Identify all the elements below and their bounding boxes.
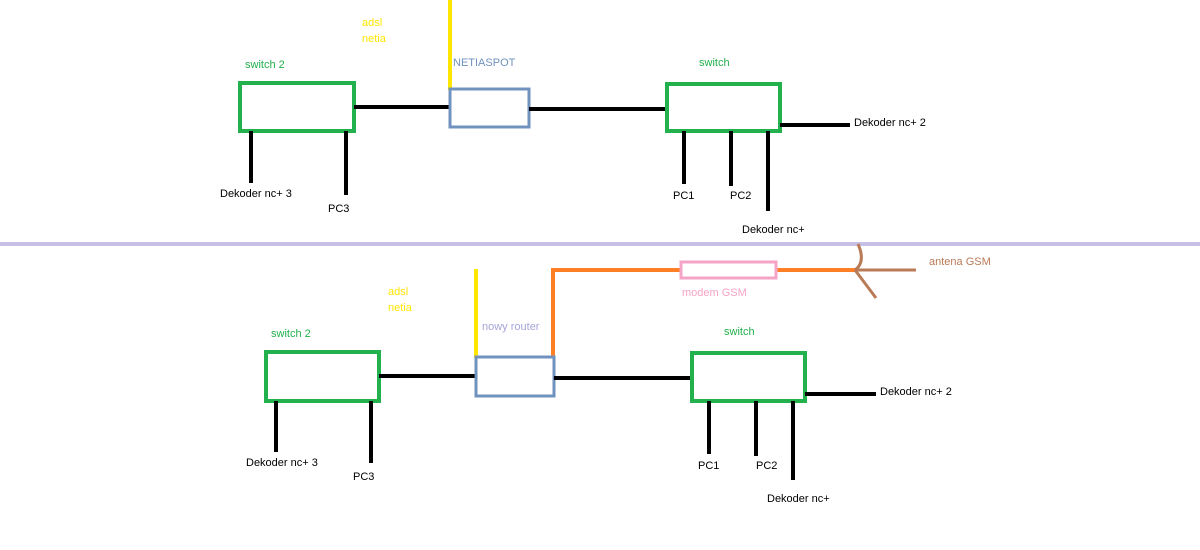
top-dekoder3-label: Dekoder nc+ 3 bbox=[220, 188, 292, 200]
bottom-modem-box bbox=[679, 260, 778, 280]
bottom-switch-box bbox=[690, 351, 807, 403]
bottom-dekoder-label: Dekoder nc+ bbox=[767, 493, 830, 505]
top-switch2-label: switch 2 bbox=[245, 59, 285, 71]
top-dekoder2-label: Dekoder nc+ 2 bbox=[854, 117, 926, 129]
top-switch-label: switch bbox=[699, 57, 730, 69]
top-adsl-label-2: netia bbox=[362, 33, 387, 45]
top-diagram: switch 2 Dekoder nc+ 3 PC3 adsl netia NE… bbox=[220, 0, 926, 236]
bottom-modem-label: modem GSM bbox=[682, 287, 747, 299]
bottom-dekoder3-label: Dekoder nc+ 3 bbox=[246, 457, 318, 469]
bottom-dekoder2-label: Dekoder nc+ 2 bbox=[880, 386, 952, 398]
top-router-label: NETIASPOT bbox=[453, 57, 516, 69]
bottom-diagram: switch 2 Dekoder nc+ 3 PC3 adsl netia no… bbox=[246, 243, 991, 505]
top-dekoder-label: Dekoder nc+ bbox=[742, 224, 805, 236]
top-router-box bbox=[448, 87, 531, 129]
top-switch-box bbox=[665, 82, 782, 133]
bottom-switch2-label: switch 2 bbox=[271, 328, 311, 340]
bottom-adsl-label-2: netia bbox=[388, 302, 413, 314]
top-pc1-label: PC1 bbox=[673, 190, 694, 202]
bottom-gsm-line bbox=[551, 268, 858, 358]
bottom-pc3-label: PC3 bbox=[353, 471, 374, 483]
bottom-router-box bbox=[474, 355, 556, 398]
top-pc2-label: PC2 bbox=[730, 190, 751, 202]
bottom-switch-label: switch bbox=[724, 326, 755, 338]
bottom-pc1-label: PC1 bbox=[698, 460, 719, 472]
bottom-router-label: nowy router bbox=[482, 321, 540, 333]
top-switch2-box bbox=[238, 81, 356, 133]
bottom-adsl-label-1: adsl bbox=[388, 286, 408, 298]
antenna-icon bbox=[853, 243, 916, 299]
top-pc3-label: PC3 bbox=[328, 203, 349, 215]
bottom-pc2-label: PC2 bbox=[756, 460, 777, 472]
bottom-antenna-label: antena GSM bbox=[929, 256, 991, 268]
top-adsl-label-1: adsl bbox=[362, 17, 382, 29]
bottom-switch2-box bbox=[264, 350, 381, 403]
